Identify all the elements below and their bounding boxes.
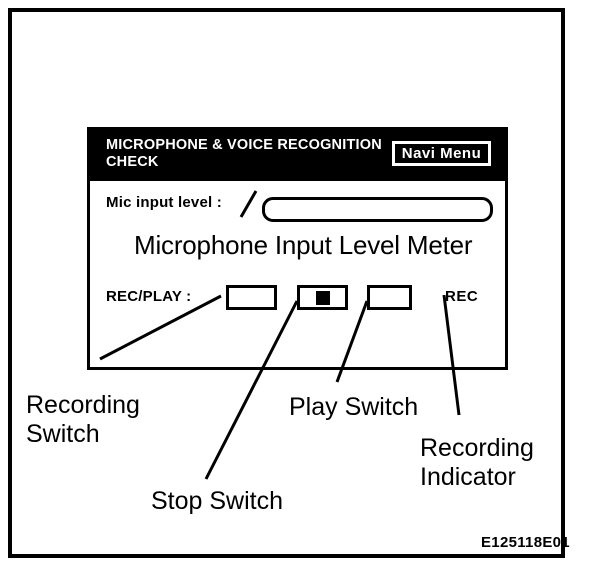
panel-header-bar: MICROPHONE & VOICE RECOGNITION CHECK Nav…	[90, 130, 505, 181]
callout-microphone-input-level-meter: Microphone Input Level Meter	[134, 230, 473, 260]
play-switch-button[interactable]	[367, 285, 412, 310]
recording-switch-button[interactable]	[226, 285, 277, 310]
figure-frame: MICROPHONE & VOICE RECOGNITION CHECK Nav…	[8, 8, 570, 558]
callout-recording-switch: Recording Switch	[26, 391, 140, 448]
panel-title: MICROPHONE & VOICE RECOGNITION CHECK	[106, 137, 382, 170]
mic-input-level-meter	[262, 197, 493, 222]
callout-play-switch: Play Switch	[289, 393, 419, 421]
callout-recording-indicator: Recording Indicator	[420, 434, 534, 491]
callout-stop-switch: Stop Switch	[151, 487, 284, 515]
recording-indicator-label: REC	[445, 288, 479, 305]
figure-code: E125118E01	[481, 534, 570, 551]
stop-square-icon	[315, 290, 330, 305]
rec-play-label: REC/PLAY :	[106, 288, 192, 305]
navi-menu-button[interactable]: Navi Menu	[392, 141, 491, 166]
mic-input-level-label: Mic input level :	[106, 194, 222, 211]
stop-switch-button[interactable]	[297, 285, 348, 310]
